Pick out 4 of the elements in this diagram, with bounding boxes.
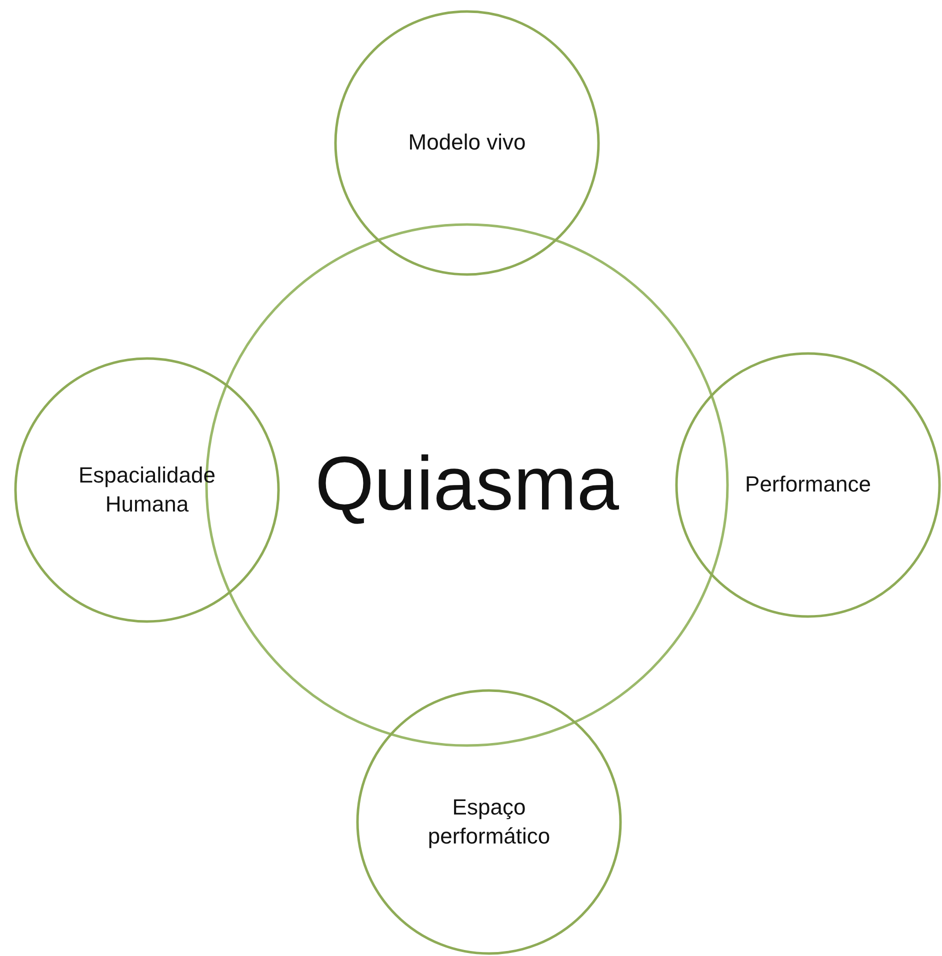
center-title: Quiasma [314, 440, 620, 529]
circle-label: Performance [744, 470, 872, 499]
circle-label: Espaço performático [426, 793, 552, 850]
circle-label: Modelo vivo [407, 128, 527, 157]
